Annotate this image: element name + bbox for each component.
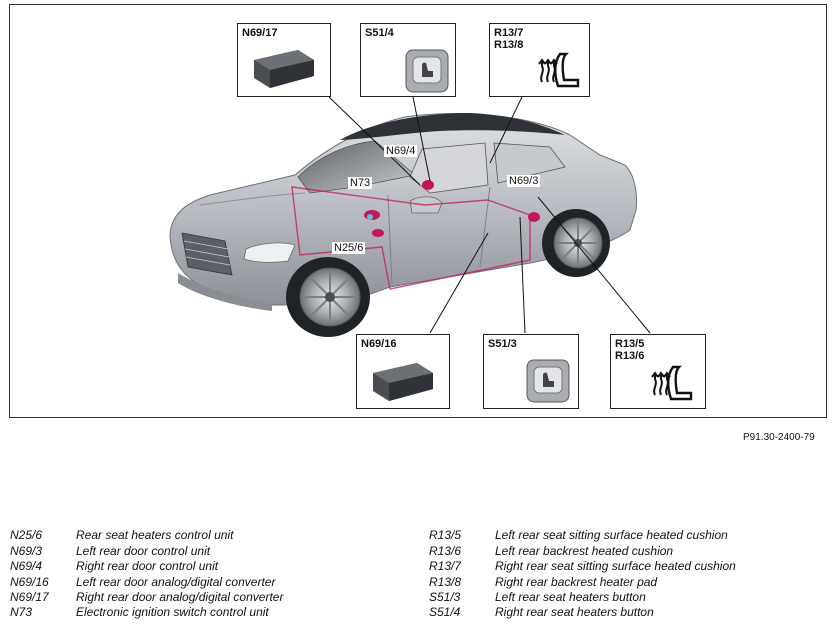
legend-code: N69/4 [10,559,43,573]
control-module-box-icon [254,50,314,88]
callout-s51-3: S51/3 [483,334,579,409]
seat-heater-button-icon [526,359,570,403]
callout-s51-4: S51/4 [360,23,456,97]
control-module-box-icon [373,363,433,401]
callout-r13-7: R13/7 R13/8 [489,23,590,97]
legend-desc: Right rear backrest heater pad [495,575,658,589]
legend-code: R13/7 [429,559,462,573]
legend-code: N25/6 [10,528,43,542]
figure-id: P91.30-2400-79 [743,432,815,443]
callout-n69-17: N69/17 [237,23,331,97]
legend-desc: Right rear door analog/digital converter [76,590,284,604]
legend-desc: Right rear seat sitting surface heated c… [495,559,736,573]
legend-desc: Left rear seat sitting surface heated cu… [495,528,728,542]
label-n25-6: N25/6 [332,242,366,254]
legend-desc: Left rear backrest heated cushion [495,544,674,558]
legend-code: R13/8 [429,575,462,589]
legend-desc: Left rear door control unit [76,544,211,558]
callout-title: R13/7 R13/8 [494,27,524,51]
legend-code: S51/4 [429,605,461,619]
seat-heater-button-icon [405,49,449,93]
legend-code: S51/3 [429,590,461,604]
callout-n69-16: N69/16 [356,334,450,409]
legend-desc: Right rear door control unit [76,559,219,573]
label-n69-3: N69/3 [507,175,541,187]
legend-code: R13/5 [429,528,462,542]
label-n69-4: N69/4 [384,145,418,157]
legend-desc: Rear seat heaters control unit [76,528,234,542]
callout-title: S51/4 [365,27,394,39]
legend-desc: Right rear seat heaters button [495,605,654,619]
callout-title: R13/5 R13/6 [615,338,645,362]
callout-title: N69/17 [242,27,278,39]
heated-seat-icon [651,365,693,401]
callout-title: N69/16 [361,338,397,350]
callout-r13-5: R13/5 R13/6 [610,334,706,409]
legend-code: N69/16 [10,575,49,589]
legend-desc: Left rear seat heaters button [495,590,646,604]
front-wheel [286,257,370,337]
legend-code: R13/6 [429,544,462,558]
legend-code: N69/17 [10,590,49,604]
legend-desc: Left rear door analog/digital converter [76,575,276,589]
heated-seat-icon [538,52,580,88]
leader-lines [328,96,651,334]
callout-title: S51/3 [488,338,517,350]
legend-code: N73 [10,605,33,619]
diagram-frame: N69/17 S51/4 R13/7 R13/8 N69/16 [9,4,827,418]
label-n73: N73 [348,177,373,189]
legend-desc: Electronic ignition switch control unit [76,605,269,619]
car-illustration [169,96,651,337]
car-body [169,113,638,311]
legend-code: N69/3 [10,544,43,558]
